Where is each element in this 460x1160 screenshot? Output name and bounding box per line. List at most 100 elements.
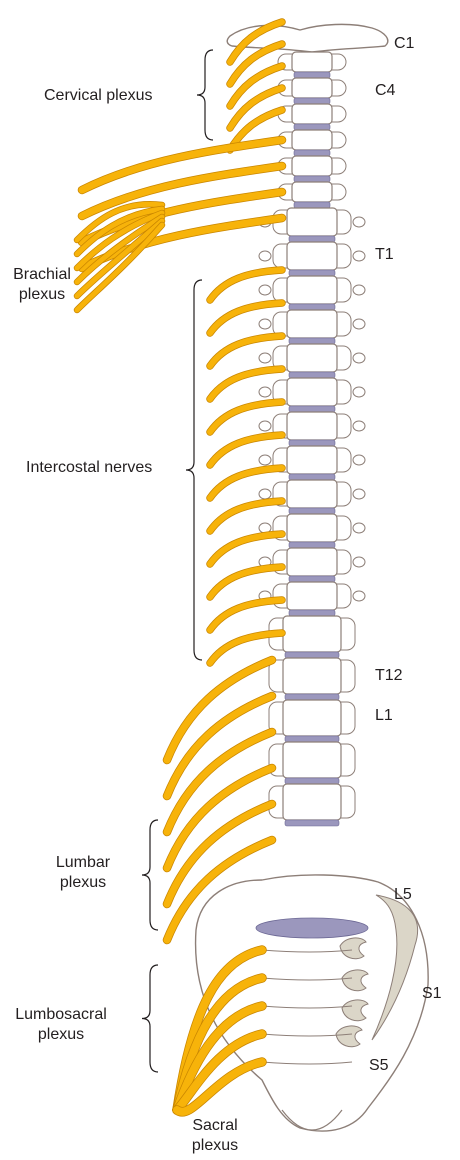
rib-facet-right-7 [353,217,365,227]
lumbar-plexus-label-line2: plexus [48,873,118,893]
vertebral-body-5 [292,156,332,176]
lumbar-nerve-3 [167,732,272,832]
l5-label: L5 [394,885,412,905]
intervertebral-disc-2 [294,98,330,104]
intervertebral-disc-13 [289,440,335,446]
s1-label: S1 [422,984,442,1004]
vertebral-body-15 [287,480,337,508]
intervertebral-disc-9 [289,304,335,310]
rib-facet-right-9 [353,285,365,295]
vertebral-body-13 [287,412,337,440]
rib-facet-left-15 [259,489,271,499]
t1-label: T1 [375,245,394,265]
vertebral-body-16 [287,514,337,542]
rib-facet-left-13 [259,421,271,431]
vertebral-body-8 [287,242,337,270]
intervertebral-disc-20 [285,694,339,700]
rib-facet-right-17 [353,557,365,567]
rib-facet-right-10 [353,319,365,329]
vertebral-body-3 [292,104,332,124]
lumbosacral-plexus-label-line2: plexus [6,1025,116,1045]
s5-label: S5 [369,1056,389,1076]
c1-label: C1 [394,34,414,54]
vertebral-body-2 [292,78,332,98]
intervertebral-disc-22 [285,778,339,784]
intervertebral-disc-17 [289,576,335,582]
rib-facet-left-12 [259,387,271,397]
intervertebral-disc-21 [285,736,339,742]
rib-facet-right-16 [353,523,365,533]
rib-facet-right-8 [353,251,365,261]
rib-facet-right-11 [353,353,365,363]
intervertebral-disc-19 [285,652,339,658]
intervertebral-disc-6 [294,202,330,208]
lumbosacral-plexus-bracket [142,965,158,1072]
vertebral-body-17 [287,548,337,576]
brachial-plexus-label-line1: Brachial [6,265,78,285]
intervertebral-disc-11 [289,372,335,378]
lumbar-nerve-4 [167,768,272,868]
vertebral-body-10 [287,310,337,338]
vertebral-body-1 [292,52,332,72]
intercostal-nerves-label: Intercostal nerves [26,458,152,478]
brachial-plexus-label-line2: plexus [6,285,78,305]
vertebral-body-22 [283,742,341,778]
lumbar-plexus-label: Lumbar plexus [48,853,118,893]
lumbar-nerve-3-edge [167,732,272,832]
vertebral-body-9 [287,276,337,304]
rib-facet-left-9 [259,285,271,295]
vertebral-body-21 [283,700,341,736]
lumbar-nerve-1-edge [167,660,272,760]
intervertebral-disc-16 [289,542,335,548]
t12-label: T12 [375,666,403,686]
intervertebral-disc-10 [289,338,335,344]
rib-facet-right-18 [353,591,365,601]
vertebral-body-12 [287,378,337,406]
intervertebral-disc-18 [289,610,335,616]
rib-facet-right-14 [353,455,365,465]
lumbosacral-plexus-label: Lumbosacral plexus [6,1005,116,1045]
vertebral-body-23 [283,784,341,820]
c4-label: C4 [375,81,395,101]
lumbar-nerve-1 [167,660,272,760]
rib-facet-left-8 [259,251,271,261]
vertebral-body-7 [287,208,337,236]
l1-label: L1 [375,706,393,726]
lumbosacral-disc [256,918,368,938]
intervertebral-disc-5 [294,176,330,182]
rib-facet-left-10 [259,319,271,329]
lumbar-nerve-2 [167,696,272,796]
lumbar-nerve-4-edge [167,768,272,868]
lumbosacral-plexus-label-line1: Lumbosacral [6,1005,116,1025]
brachial-plexus-label: Brachial plexus [6,265,78,305]
rib-facet-left-14 [259,455,271,465]
vertebral-body-14 [287,446,337,474]
lumbar-plexus-label-line1: Lumbar [48,853,118,873]
intercostal-nerves-bracket [186,280,202,660]
rib-facet-left-11 [259,353,271,363]
rib-facet-right-12 [353,387,365,397]
lumbar-nerve-2-edge [167,696,272,796]
vertebral-body-20 [283,658,341,694]
sacral-plexus-label-line2: plexus [185,1136,245,1156]
intervertebral-disc-8 [289,270,335,276]
intervertebral-disc-3 [294,124,330,130]
sacral-plexus-label: Sacral plexus [185,1116,245,1156]
vertebral-body-4 [292,130,332,150]
vertebral-body-19 [283,616,341,652]
intervertebral-disc-14 [289,474,335,480]
intervertebral-disc-7 [289,236,335,242]
vertebral-body-6 [292,182,332,202]
sacral-plexus-label-line1: Sacral [185,1116,245,1136]
cervical-plexus-label: Cervical plexus [44,86,152,106]
rib-facet-right-13 [353,421,365,431]
intervertebral-disc-1 [294,72,330,78]
vertebral-body-11 [287,344,337,372]
rib-facet-right-15 [353,489,365,499]
cervical-plexus-bracket [197,50,213,140]
lumbar-plexus-bracket [142,820,158,930]
spinal-nerves [77,22,282,1112]
intervertebral-disc-4 [294,150,330,156]
intervertebral-disc-15 [289,508,335,514]
